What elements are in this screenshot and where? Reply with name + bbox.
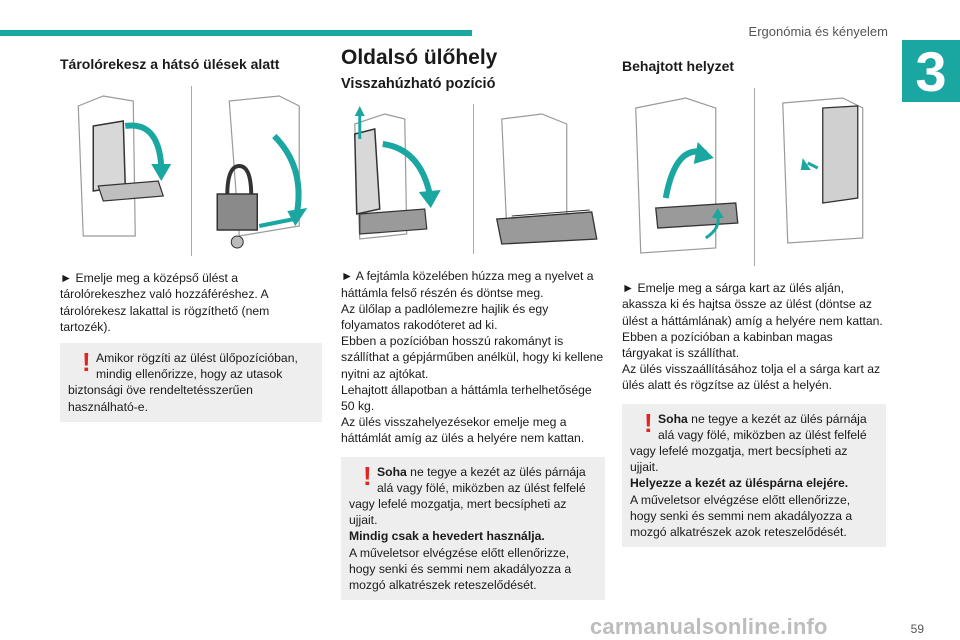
retractable-paragraph-2: Az ülőlap a padlólemezre hajlik és egy f… <box>341 301 549 333</box>
retractable-paragraph-4: Lehajtott állapotban a háttámla terhelhe… <box>341 382 592 414</box>
warning-bold-start: Soha <box>658 411 688 426</box>
subsection-heading-retractable: Visszahúzható pozíció <box>341 76 496 93</box>
seat-upright-illustration <box>759 88 887 266</box>
warning-box-storage: ! Amikor rögzíti az ülést ülőpozícióban,… <box>60 343 322 422</box>
seat-lift-illustration <box>60 86 187 256</box>
warning-text: biztonsági öve rendeltetésszerűen haszná… <box>68 383 253 414</box>
folded-paragraph-2: Ebben a pozícióban a kabinban magas tárg… <box>622 329 833 361</box>
page-section-title: Oldalsó ülőhely <box>341 46 498 69</box>
warning-first-line: Soha ne tegye a kezét az ülés párnája al… <box>630 411 878 443</box>
page-number: 59 <box>910 622 924 636</box>
warning-first-text: ne tegye a kezét az ülés párnája alá vag… <box>377 464 586 495</box>
retractable-paragraph-5: Az ülés visszahelyezésekor emelje meg a … <box>341 415 585 446</box>
warning-tail: A műveletsor elvégzése előtt ellenőrizze… <box>630 492 853 540</box>
warning-first-text: ne tegye a kezét az ülés párnája alá vag… <box>658 411 867 442</box>
warning-tail: A műveletsor elvégzése előtt ellenőrizze… <box>349 545 572 593</box>
warning-first-line: Amikor rögzíti az ülést ülőpozícióban, m… <box>96 351 298 382</box>
warning-text: vagy lefelé mozgatja, mert becsípheti az… <box>630 444 848 475</box>
chapter-number: 3 <box>902 40 960 103</box>
column-storage: Tárolórekesz a hátsó ülések alatt <box>60 50 322 422</box>
folded-paragraph-1: ► Emelje meg a sárga kart az ülés alján,… <box>622 281 883 328</box>
storage-instruction: ► Emelje meg a középső ülést a tárolórek… <box>60 271 270 334</box>
retractable-illustration <box>341 104 606 255</box>
watermark: carmanualsonline.info <box>590 614 828 639</box>
warning-bold-line: Helyezze a kezét az üléspárna elejére. <box>630 476 849 491</box>
warning-bold-line: Mindig csak a hevedert használja. <box>349 529 545 544</box>
seat-fold-illustration <box>341 104 469 254</box>
warning-box-retractable: ! Soha ne tegye a kezét az ülés párnája … <box>341 456 605 601</box>
section-heading-folded: Behajtott helyzet <box>622 58 735 74</box>
seat-tilt-illustration <box>622 88 750 266</box>
warning-icon: ! <box>82 347 91 378</box>
warning-text: vagy lefelé mozgatja, mert becsípheti az… <box>349 497 567 528</box>
accent-bar <box>0 30 472 36</box>
retractable-paragraph-1: ► A fejtámla közelében húzza meg a nyelv… <box>341 269 594 300</box>
folded-illustration <box>622 88 887 267</box>
column-side-seat: Oldalsó ülőhely Visszahúzható pozíció ► … <box>341 46 606 601</box>
warning-icon: ! <box>363 460 372 491</box>
warning-first-line: Soha ne tegye a kezét az ülés párnája al… <box>349 464 597 496</box>
chapter-title: Ergonómia és kényelem <box>748 24 888 39</box>
retractable-paragraph-3: Ebben a pozícióban hosszú rakományt is s… <box>341 334 604 381</box>
folded-paragraph-3: Az ülés visszaállításához tolja el a sár… <box>622 362 881 393</box>
warning-box-folded: ! Soha ne tegye a kezét az ülés párnája … <box>622 403 886 548</box>
section-heading-storage: Tárolórekesz a hátsó ülések alatt <box>60 56 280 72</box>
storage-illustration <box>60 86 323 257</box>
padlock-illustration <box>196 86 323 256</box>
seat-flat-illustration <box>478 104 606 254</box>
warning-bold-start: Soha <box>377 464 407 479</box>
warning-icon: ! <box>644 407 653 438</box>
column-folded: Behajtott helyzet ► Emelje meg a sárga k… <box>622 50 887 548</box>
